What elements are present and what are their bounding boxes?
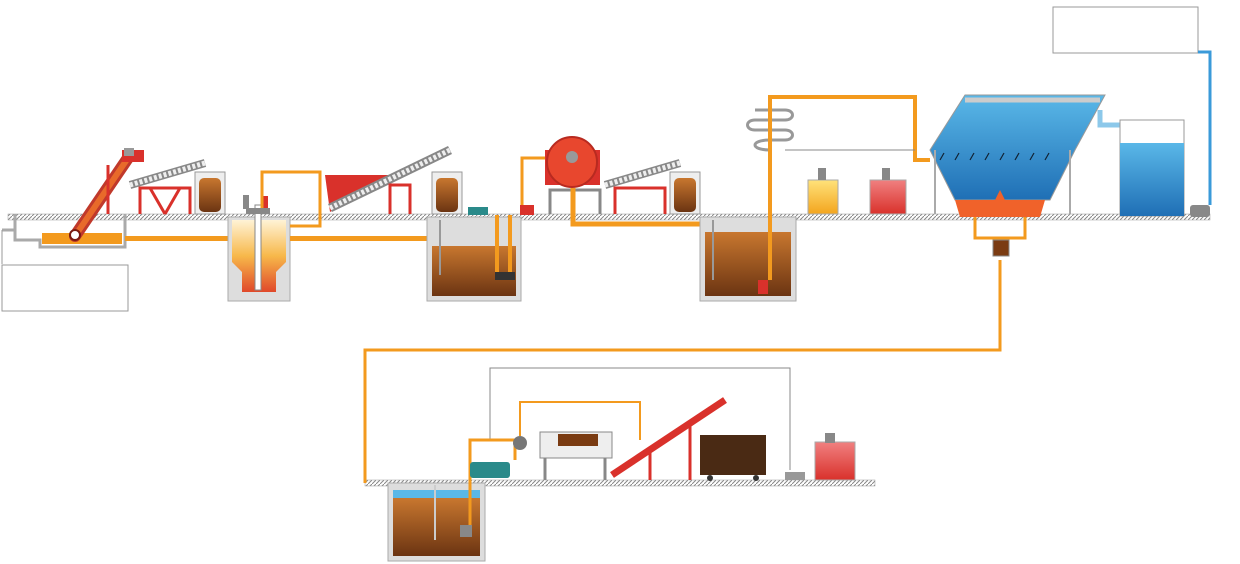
sludge-collector xyxy=(992,239,1010,257)
polymer-dosing-pump xyxy=(785,472,805,480)
reaction-tank xyxy=(699,216,797,302)
sludge-cake-skip xyxy=(700,435,766,481)
sludge-feed-pump xyxy=(470,436,527,478)
screenings-bin-3 xyxy=(669,171,701,215)
chemical-tank-red xyxy=(869,168,907,215)
sludge-pipe xyxy=(363,217,1027,483)
label-box-left xyxy=(1,264,129,312)
pipe-grit-to-classifier xyxy=(260,170,322,228)
screenings-bin-1 xyxy=(194,171,226,215)
overflow-pipe xyxy=(1097,110,1125,128)
filtrate-return-line xyxy=(489,367,791,470)
pipe-to-lamella xyxy=(768,95,930,280)
screenings-bin-2 xyxy=(431,171,463,215)
pipe-to-drum xyxy=(520,156,548,205)
bar-screen-conveyor xyxy=(69,148,144,242)
ground-top xyxy=(7,213,1211,221)
sludge-feed-pipe xyxy=(468,438,517,525)
lamella-settler xyxy=(929,94,1106,217)
pipe-wastewater-2 xyxy=(290,236,430,241)
rotary-drum-screen xyxy=(545,136,602,214)
dosing-pump-1 xyxy=(468,205,534,215)
label-box-top-right xyxy=(1052,6,1199,54)
clear-water-tank xyxy=(1119,119,1185,217)
screw-conveyor-2 xyxy=(603,159,682,214)
filter-press xyxy=(539,431,613,480)
cake-conveyor xyxy=(610,397,727,480)
inlet-channel xyxy=(1,214,127,264)
polymer-tank xyxy=(814,433,856,481)
screw-conveyor-1 xyxy=(128,159,207,215)
chemical-tank-yellow xyxy=(807,168,839,215)
grit-classifier xyxy=(325,145,452,214)
pipe-drum-to-tank xyxy=(570,188,705,227)
pipe-wastewater-1 xyxy=(125,236,230,241)
pipe-to-filter-press xyxy=(519,401,641,440)
effluent-pump xyxy=(1190,205,1210,217)
grit-separator-tank xyxy=(227,195,291,302)
effluent-pipe xyxy=(1198,50,1212,205)
equalization-tank xyxy=(426,215,522,302)
